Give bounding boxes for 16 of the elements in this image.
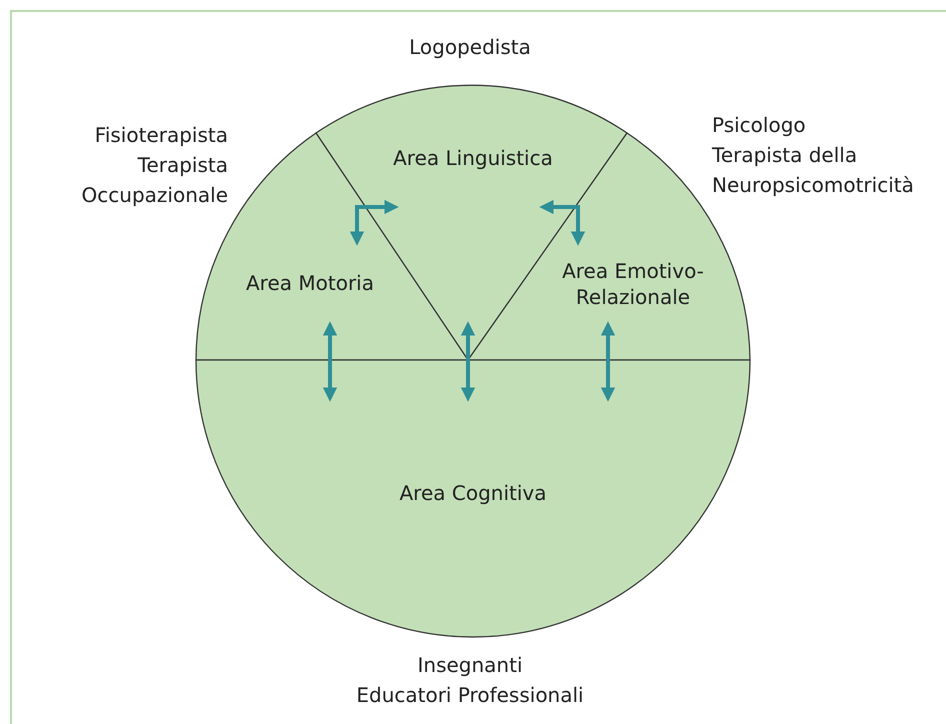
role-label: Terapista Occupazionale (80, 152, 228, 209)
area-label: Area Cognitiva (398, 480, 548, 506)
role-label: Psicologo (712, 112, 807, 139)
role-label: Fisioterapista (94, 122, 228, 149)
double-arrow (350, 200, 399, 246)
double-arrow (460, 321, 476, 402)
role-label: Educatori Professionali (355, 682, 585, 709)
role-label: Terapista della Neuropsicomotricità (712, 142, 915, 199)
double-arrow (322, 321, 338, 402)
double-arrow (600, 321, 616, 402)
area-label: Area Emotivo-Relazionale (561, 258, 705, 310)
area-label: Area Linguistica (392, 145, 554, 171)
area-label: Area Motoria (245, 270, 375, 296)
role-label: Insegnanti (416, 652, 524, 679)
double-arrow (539, 200, 586, 246)
role-label: Logopedista (408, 34, 532, 61)
